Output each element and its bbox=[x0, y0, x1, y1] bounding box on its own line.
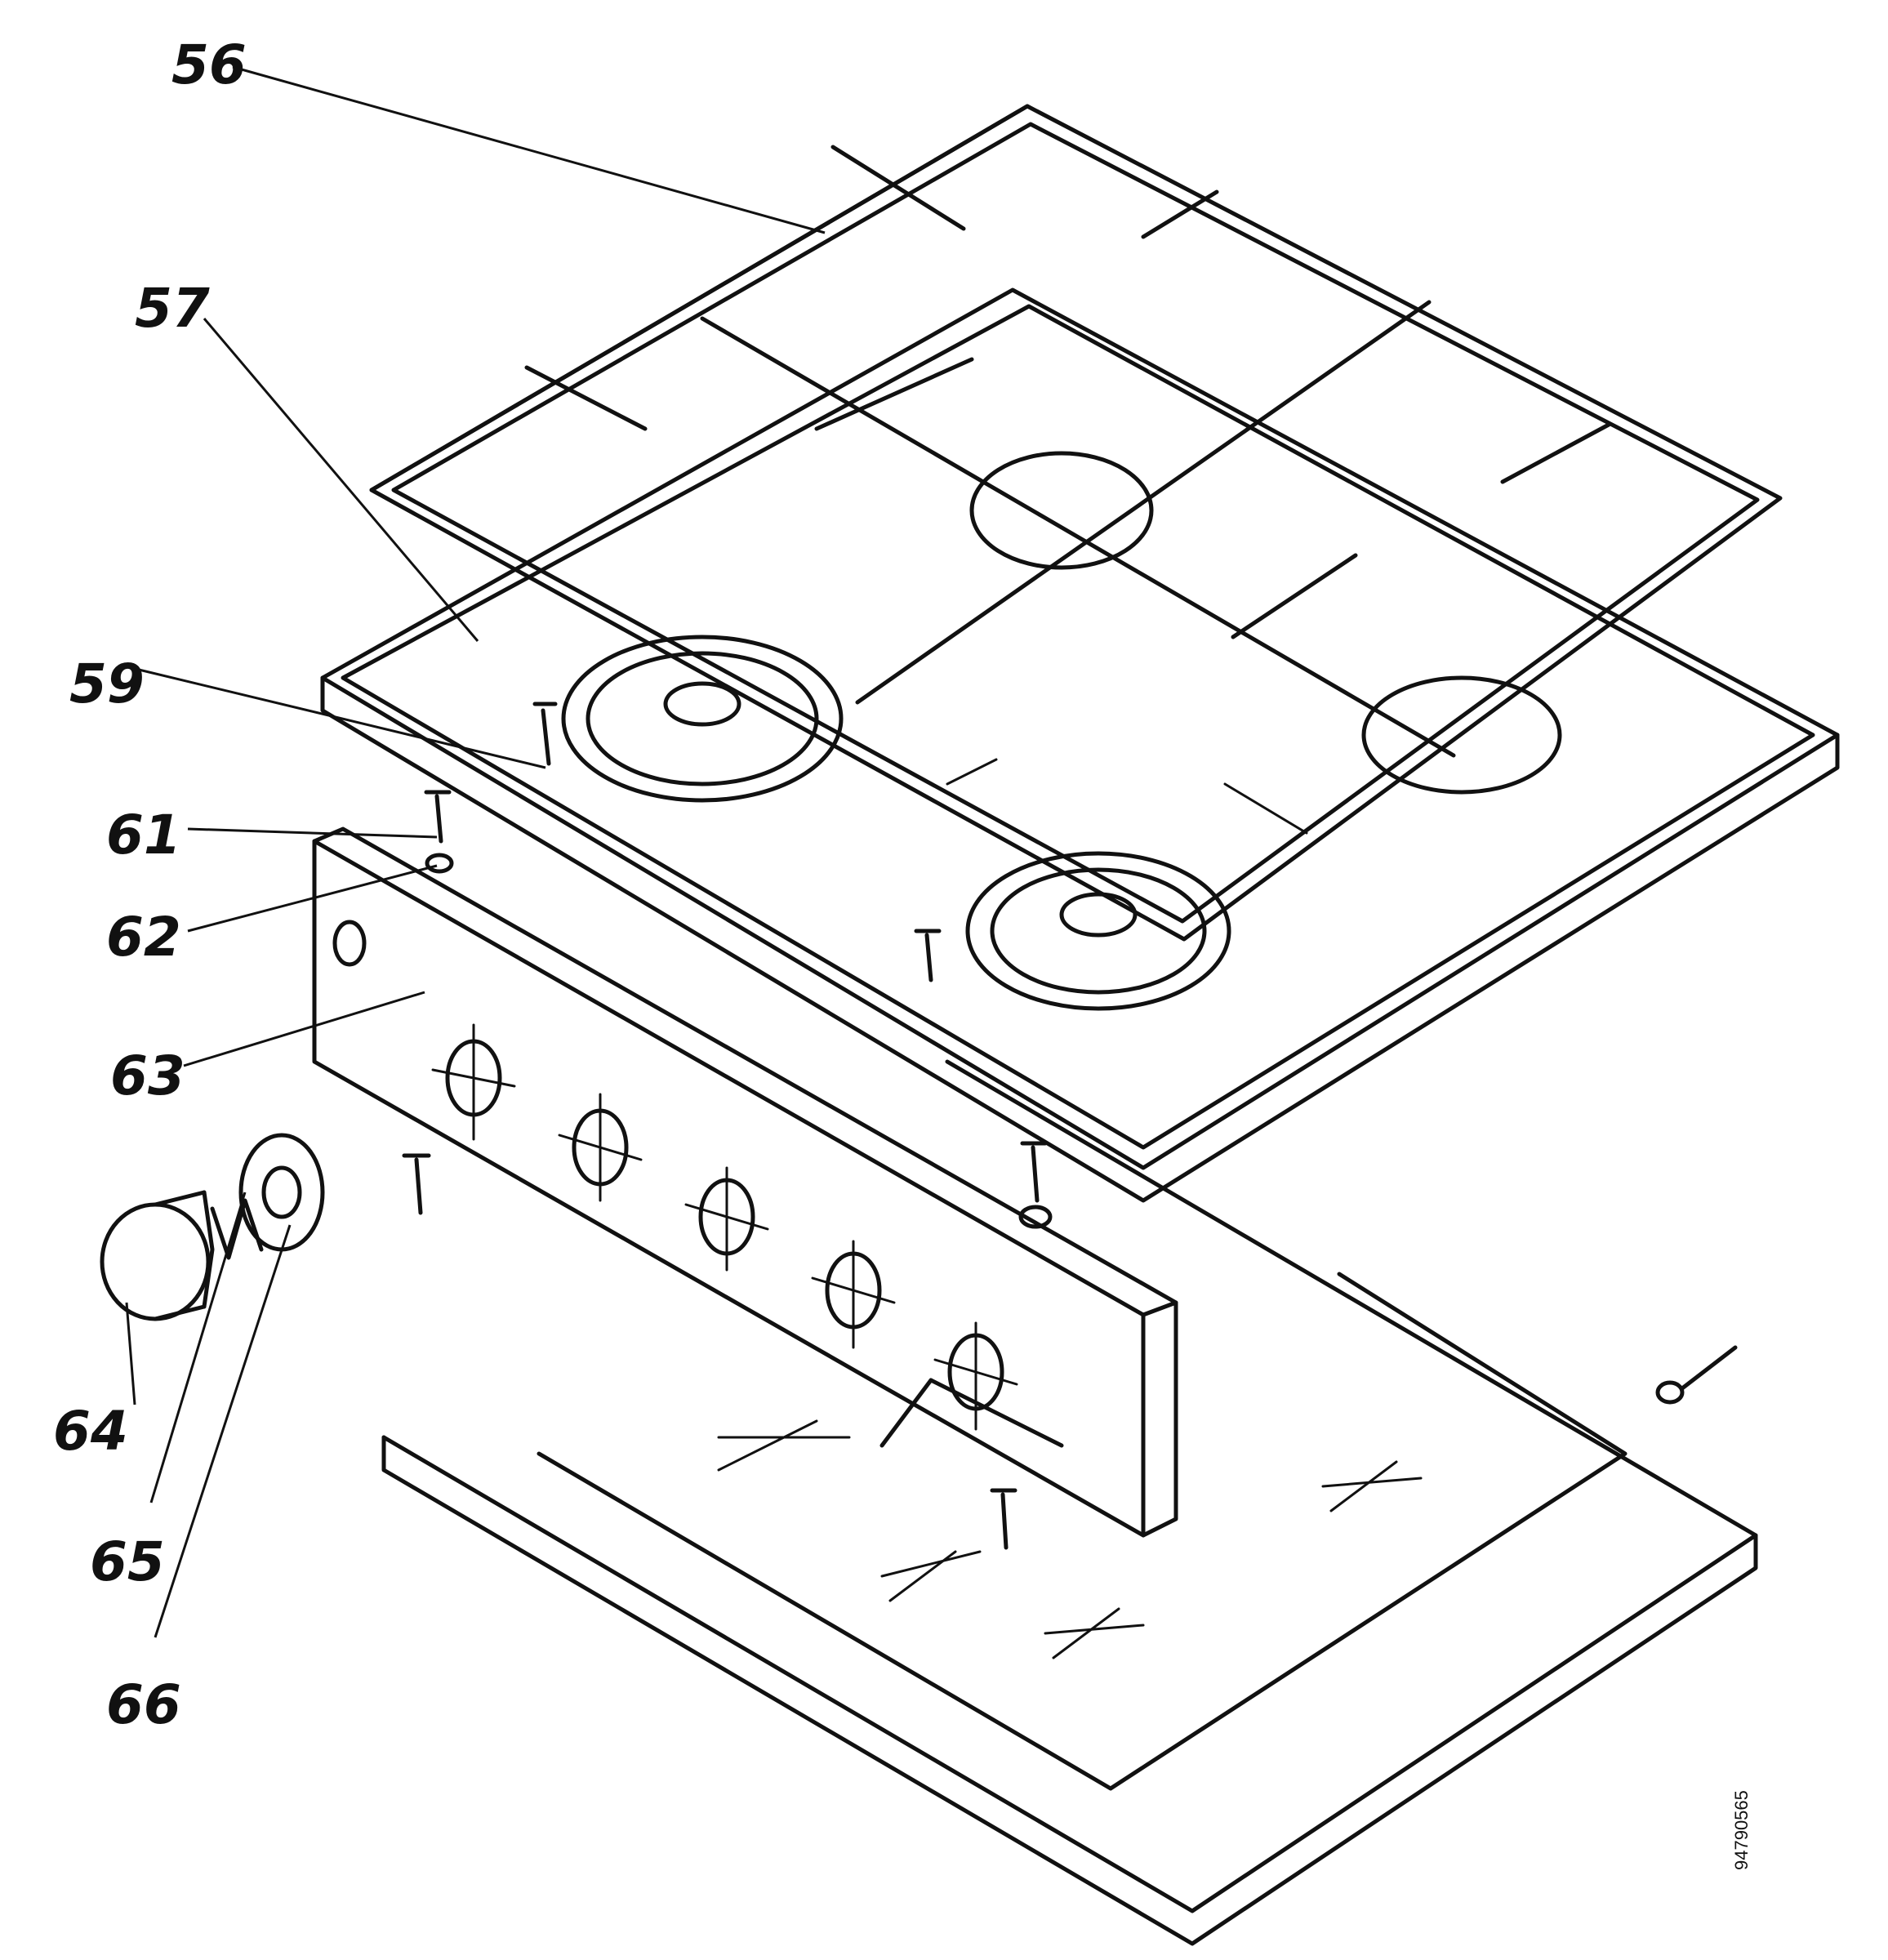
screw-front-2 bbox=[914, 929, 942, 982]
base-tray bbox=[381, 1059, 1758, 1946]
label-64: 64 bbox=[53, 1400, 128, 1463]
label-65: 65 bbox=[90, 1530, 165, 1593]
label-62: 62 bbox=[106, 906, 181, 969]
screw-59 bbox=[532, 702, 558, 766]
label-63: 63 bbox=[110, 1045, 185, 1107]
label-56: 56 bbox=[171, 33, 247, 96]
document-number: 94790565 bbox=[1731, 1790, 1752, 1870]
spring-65 bbox=[210, 1198, 264, 1260]
leader-lines bbox=[125, 65, 826, 1638]
pan-support-grid bbox=[369, 104, 1783, 942]
label-59: 59 bbox=[69, 653, 145, 715]
bolt-right bbox=[1655, 1345, 1738, 1405]
label-61: 61 bbox=[106, 804, 181, 866]
label-57: 57 bbox=[135, 277, 210, 340]
control-knob-64 bbox=[100, 1190, 215, 1321]
screw-front-4 bbox=[990, 1488, 1017, 1550]
label-66: 66 bbox=[106, 1673, 181, 1736]
screw-front-1 bbox=[402, 1153, 431, 1215]
control-panel bbox=[312, 826, 1178, 1538]
washer-62 bbox=[425, 853, 454, 874]
knob-washer-66 bbox=[238, 1133, 325, 1252]
screw-front-3 bbox=[1018, 1141, 1053, 1229]
hob-top bbox=[320, 287, 1840, 1203]
screw-61 bbox=[424, 790, 452, 844]
